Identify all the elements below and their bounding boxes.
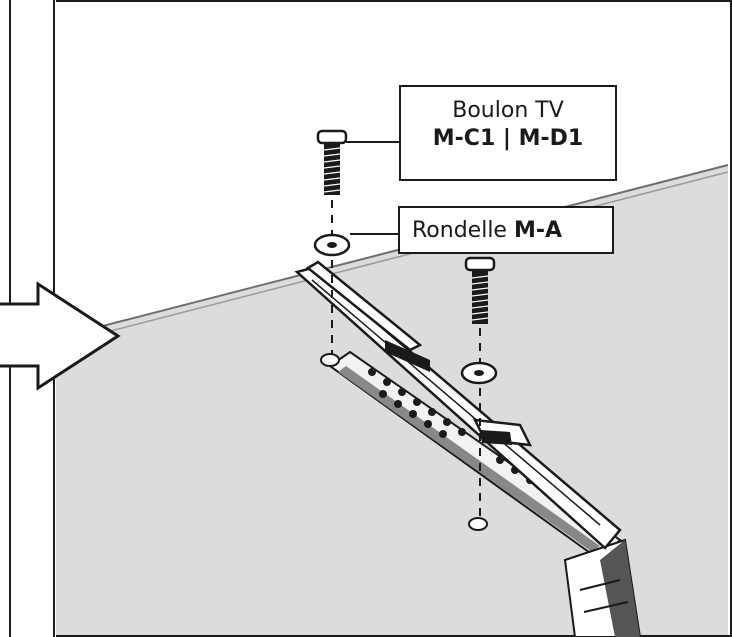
arrow-icon	[0, 281, 121, 391]
tv-edge-line-inner	[55, 171, 729, 346]
callout-bolt-label: Boulon TV	[452, 98, 564, 123]
mount-hole-right	[468, 517, 488, 531]
tv-edge-line	[55, 164, 729, 339]
mount-hole-left	[320, 353, 340, 367]
callout-bolt: Boulon TV M-C1 | M-D1	[399, 85, 617, 181]
callout-bolt-code: M-C1 | M-D1	[432, 126, 584, 151]
washer-icon	[460, 361, 498, 385]
bolt-icon	[316, 129, 348, 195]
callout-washer-label: Rondelle	[412, 218, 514, 243]
mounting-bracket	[294, 260, 622, 550]
stand-base	[328, 350, 642, 637]
washer-icon	[313, 233, 351, 257]
callout-washer: Rondelle M-A	[398, 206, 614, 254]
bolt-icon	[464, 256, 496, 324]
callout-washer-code: M-A	[513, 218, 563, 243]
